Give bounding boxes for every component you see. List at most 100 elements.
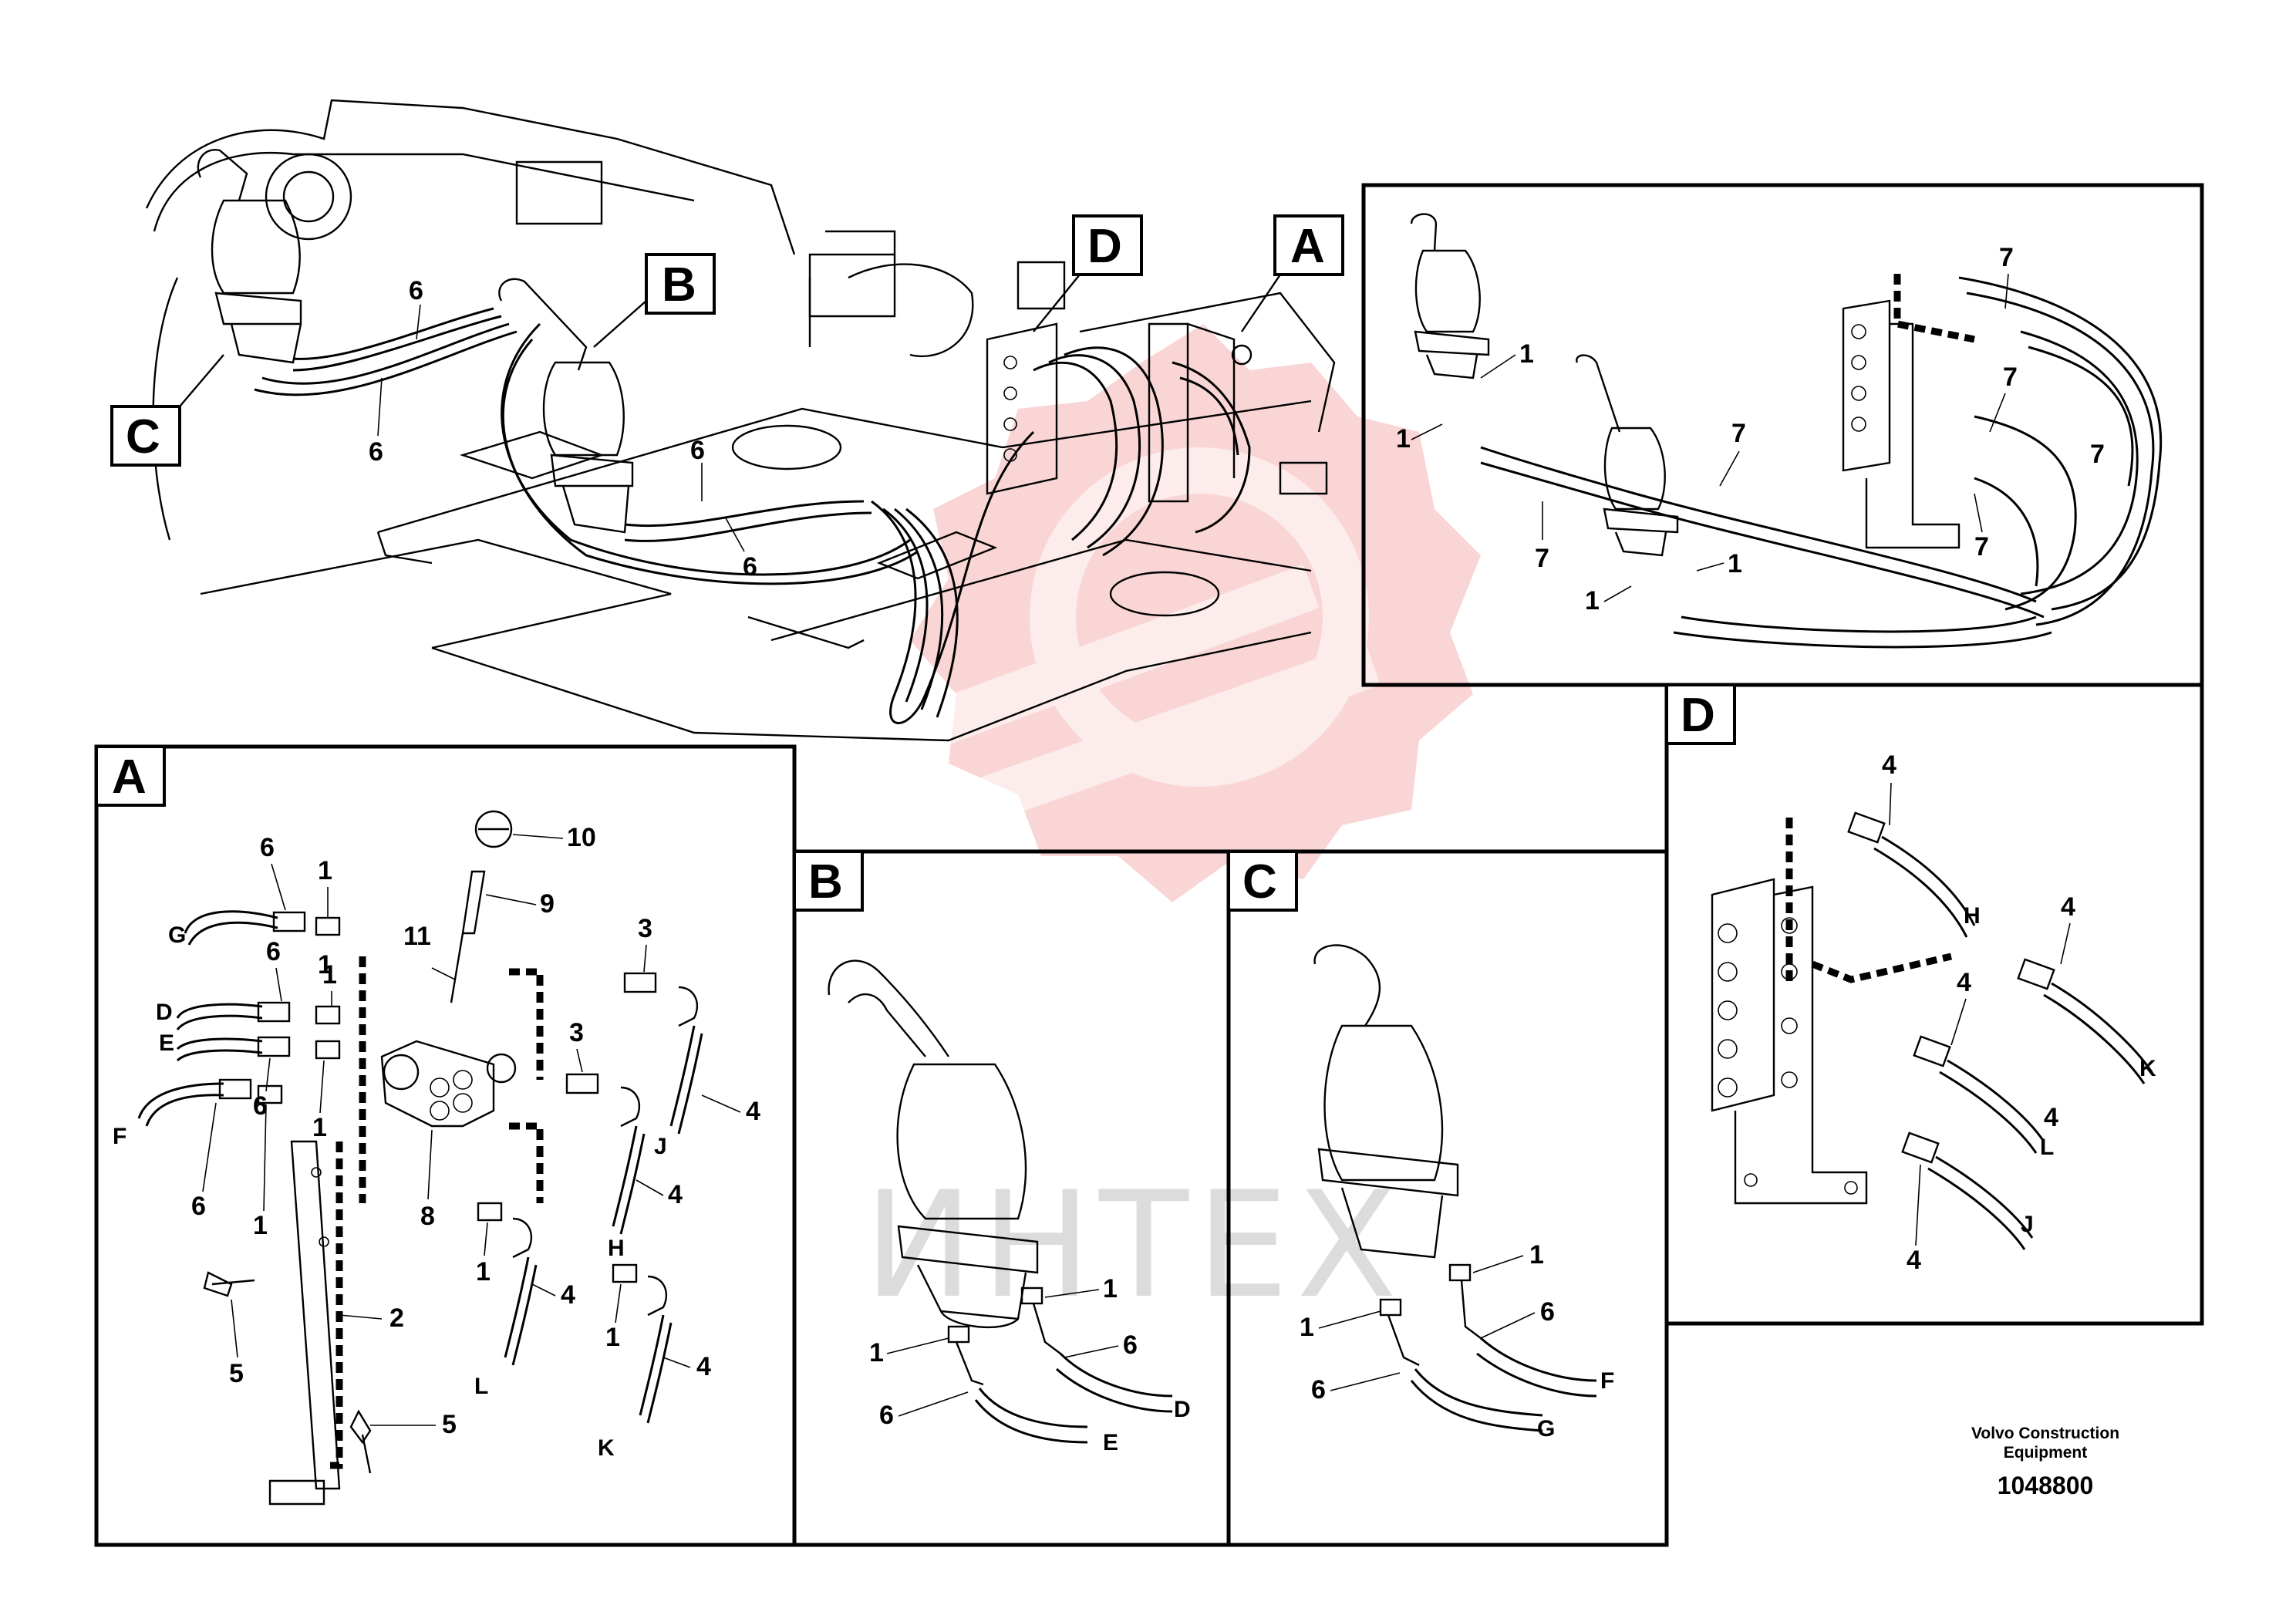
- callout-7-c: 7: [1731, 419, 1746, 448]
- callout-a-6-g: 6: [260, 833, 275, 862]
- callout-b-6-a: 6: [1123, 1330, 1138, 1360]
- letter-b-e: E: [1103, 1430, 1118, 1455]
- letter-a-d: D: [156, 1000, 173, 1025]
- detail-b-hose-letters: D E: [1103, 1397, 1191, 1455]
- letter-d-k: K: [2139, 1056, 2156, 1081]
- letter-d-j: J: [2021, 1212, 2034, 1237]
- main-hoses: [254, 307, 1251, 724]
- callout-a-5-b: 5: [442, 1410, 457, 1439]
- detail-a-label: A: [112, 750, 147, 804]
- callout-c-1-b: 1: [1300, 1313, 1314, 1342]
- detail-b-fittings: [947, 1286, 1173, 1444]
- callout-a-1-k: 1: [605, 1323, 620, 1352]
- detail-c-label: C: [1242, 855, 1277, 909]
- callout-c-6-b: 6: [1311, 1375, 1326, 1404]
- main-overview-illustration: B C D A 6 6 6 6: [110, 99, 1344, 742]
- callout-d-4-l: 4: [1957, 968, 1971, 997]
- callout-a-8: 8: [420, 1202, 435, 1231]
- credit-line-2: Equipment: [2004, 1444, 2088, 1462]
- part-number: 1048800: [1998, 1472, 2094, 1499]
- valve-block-d: [1711, 818, 1953, 1205]
- callout-1-d: 1: [1585, 586, 1600, 615]
- letter-a-j: J: [654, 1134, 667, 1159]
- callout-a-4-d: 4: [696, 1352, 711, 1381]
- callout-a-10: 10: [567, 823, 596, 852]
- panel-frames: [94, 183, 2204, 1547]
- callout-6-c: 6: [690, 436, 705, 465]
- view-label-d: D: [1087, 220, 1122, 273]
- letter-a-k: K: [598, 1435, 615, 1461]
- letter-a-h: H: [608, 1236, 625, 1261]
- view-label-boxes: B C D A: [110, 214, 1344, 467]
- credit-block: Volvo Construction Equipment 1048800: [1971, 1425, 2119, 1499]
- main-callouts: 6 6 6 6: [369, 276, 757, 582]
- detail-c-hose-letters: F G: [1537, 1368, 1614, 1442]
- callout-b-1-a: 1: [1103, 1274, 1118, 1303]
- callout-7-f: 7: [2090, 440, 2105, 469]
- detail-a-hose-letters: G D E F H J L K: [113, 922, 667, 1461]
- callout-a-11: 11: [403, 922, 431, 951]
- callout-a-9: 9: [540, 889, 555, 919]
- detail-a-fittings: [218, 911, 341, 1104]
- callout-d-4-j: 4: [1907, 1246, 1921, 1275]
- detail-d-hoses: [1847, 811, 2153, 1250]
- callout-d-4-k: 4: [2061, 892, 2075, 922]
- detail-b: B 1 1 6 6: [793, 850, 1191, 1455]
- detail-d-hose-letters: H K L J: [1964, 903, 2156, 1237]
- detail-a-bracket: [203, 1140, 372, 1506]
- callout-a-3-b: 3: [569, 1018, 584, 1047]
- callout-a-3-a: 3: [638, 914, 652, 943]
- detail-c-fittings: [1379, 1263, 1597, 1432]
- top-callouts: 1 1 1 1 7 7 7 7 7 7: [1396, 243, 2105, 615]
- detail-a-hoses: [137, 910, 278, 1127]
- detail-d: D 4: [1665, 683, 2156, 1275]
- floor-plate: [200, 278, 1328, 742]
- callout-d-4-h: 4: [1882, 750, 1896, 780]
- detail-d-callouts: 4 4 4 4 4: [1882, 750, 2075, 1275]
- callout-7-e: 7: [1974, 532, 1989, 561]
- callout-a-1-e: 1: [312, 1113, 327, 1142]
- callout-7-a: 7: [1999, 243, 2014, 272]
- detail-top-right: 1 1 1 1 7 7 7 7 7 7: [1396, 213, 2163, 649]
- credit-line-1: Volvo Construction: [1971, 1425, 2119, 1442]
- detail-a-callouts: 6 1 6 1 6 1 6 1 10 9 11 3 3 4: [191, 823, 760, 1439]
- letter-c-g: G: [1537, 1416, 1555, 1442]
- letter-a-f: F: [113, 1124, 126, 1149]
- watermark: ИНТЕХ: [801, 324, 1481, 1330]
- callout-a-6-de: 6: [266, 937, 281, 966]
- callout-b-6-b: 6: [879, 1401, 894, 1430]
- detail-b-callouts: 1 1 6 6: [869, 1274, 1138, 1430]
- letter-a-g: G: [168, 922, 186, 948]
- callout-1-c: 1: [1728, 549, 1742, 578]
- callout-a-2: 2: [389, 1303, 404, 1333]
- view-label-c: C: [126, 410, 160, 464]
- callout-a-1-x: 1: [318, 950, 332, 980]
- letter-c-f: F: [1600, 1368, 1614, 1394]
- detail-c-callouts: 1 1 6 6: [1300, 1240, 1555, 1404]
- callout-6-d: 6: [743, 552, 757, 582]
- callout-6-b: 6: [369, 437, 383, 467]
- callout-1-b: 1: [1396, 424, 1411, 454]
- callout-c-1-a: 1: [1529, 1240, 1544, 1270]
- detail-a-lever: [431, 810, 513, 1003]
- detail-d-label: D: [1681, 689, 1715, 742]
- letter-a-l: L: [474, 1374, 488, 1399]
- callout-7-b: 7: [2003, 363, 2018, 392]
- callout-7-d: 7: [1535, 544, 1549, 573]
- letter-d-h: H: [1964, 903, 1981, 929]
- callout-a-5-a: 5: [229, 1359, 244, 1388]
- callout-a-4-a: 4: [746, 1097, 760, 1126]
- joystick-right-detail: [1576, 354, 1679, 557]
- callout-a-1-g: 1: [318, 856, 332, 885]
- valve-block-detail: [1842, 274, 1975, 549]
- joystick-left-detail: [1410, 213, 1490, 379]
- watermark-text: ИНТЕХ: [864, 1160, 1404, 1330]
- callout-a-4-b: 4: [668, 1180, 683, 1209]
- callout-a-1-d: 1: [322, 960, 337, 990]
- detail-a-right-fittings: [477, 972, 703, 1424]
- view-label-b: B: [662, 258, 696, 312]
- callout-a-6-f: 6: [191, 1192, 206, 1221]
- letter-b-d: D: [1174, 1397, 1191, 1422]
- detail-c: C 1 1 6 6 F G: [1227, 850, 1614, 1442]
